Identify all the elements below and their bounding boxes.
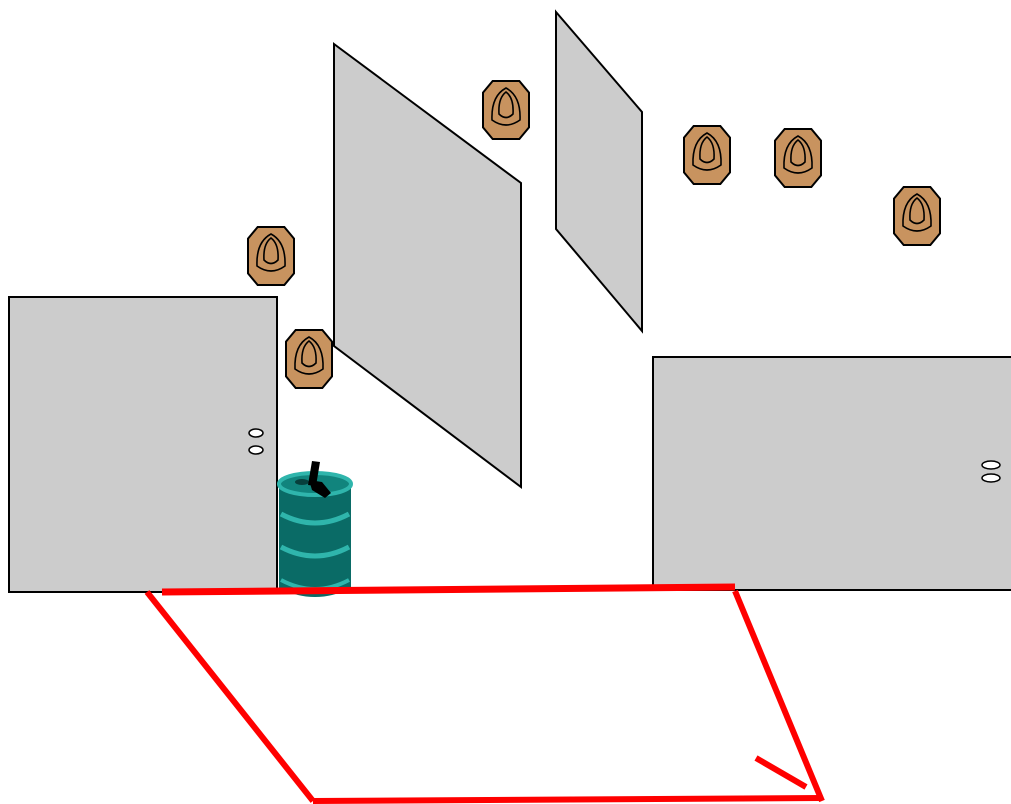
target-scoring-zone-a bbox=[301, 339, 317, 368]
target-outline bbox=[247, 226, 295, 286]
box-left-line bbox=[144, 590, 316, 803]
wall-right-handle-top bbox=[981, 460, 1001, 470]
target-scoring-zone-c bbox=[692, 132, 722, 171]
target-scoring-zone-c bbox=[294, 336, 324, 375]
wall-left-handle-bottom bbox=[248, 445, 264, 455]
target-icon bbox=[285, 329, 333, 389]
panel-right bbox=[555, 9, 643, 334]
target-icon bbox=[683, 125, 731, 185]
target-outline bbox=[774, 128, 822, 188]
wall-left-body bbox=[8, 296, 278, 593]
box-bottom-line bbox=[312, 795, 823, 804]
target-outline bbox=[683, 125, 731, 185]
box-right-line bbox=[732, 589, 825, 803]
target-scoring-zone-c bbox=[783, 135, 813, 174]
wall-left-handle-top bbox=[248, 428, 264, 438]
shooting-box bbox=[144, 583, 825, 804]
target-scoring-zone-a bbox=[790, 138, 806, 167]
drum-ring-upper bbox=[279, 511, 351, 526]
target-scoring-zone-c bbox=[491, 87, 521, 126]
target-outline bbox=[893, 186, 941, 246]
target-outline bbox=[482, 80, 530, 140]
wall-right-handle-bottom bbox=[981, 473, 1001, 483]
target-scoring-zone-c bbox=[902, 193, 932, 232]
wall-right-body bbox=[652, 356, 1011, 591]
target-scoring-zone-a bbox=[263, 236, 279, 265]
drum-body bbox=[279, 484, 351, 597]
target-outline bbox=[285, 329, 333, 389]
targets-group bbox=[247, 80, 941, 389]
box-top-line bbox=[161, 583, 736, 596]
pistol-barrel bbox=[308, 461, 320, 486]
panel-center bbox=[333, 42, 522, 490]
wall-left bbox=[8, 296, 278, 593]
pistol-grip bbox=[309, 480, 331, 498]
target-scoring-zone-c bbox=[256, 233, 286, 272]
target-icon bbox=[482, 80, 530, 140]
target-icon bbox=[893, 186, 941, 246]
wall-right bbox=[652, 356, 1011, 591]
target-icon bbox=[774, 128, 822, 188]
target-icon bbox=[247, 226, 295, 286]
target-scoring-zone-a bbox=[498, 90, 514, 119]
box-start-mark bbox=[754, 755, 808, 790]
target-scoring-zone-a bbox=[699, 135, 715, 164]
target-scoring-zone-a bbox=[909, 196, 925, 225]
pistol-icon bbox=[308, 461, 331, 498]
drum-ring-lower bbox=[279, 544, 351, 559]
drum-bung bbox=[295, 479, 309, 485]
